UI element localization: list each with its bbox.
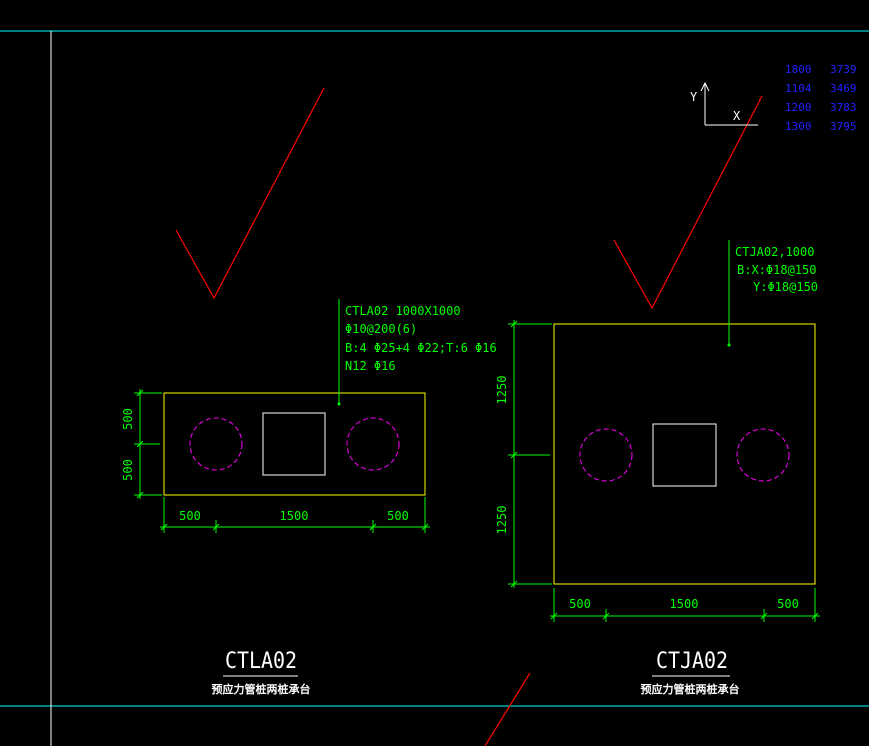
left-pile-cap[interactable] xyxy=(163,392,426,496)
left-annotation-line-1: CTLA02 1000X1000 xyxy=(345,304,461,318)
left-dim-left-1: 500 xyxy=(121,408,135,430)
coord-b-2: 3469 xyxy=(830,82,857,95)
right-annotation-line-1: CTJA02,1000 xyxy=(735,245,814,259)
left-cap-column xyxy=(262,412,326,476)
right-dim-bottom-2: 1500 xyxy=(670,597,699,611)
right-cap-column xyxy=(652,423,717,487)
left-dim-bottom-1: 500 xyxy=(179,509,201,523)
left-cap-outline xyxy=(163,392,426,496)
check-mark-right xyxy=(613,95,763,310)
right-dims-bottom xyxy=(550,588,820,622)
coord-a-3: 1200 xyxy=(785,101,812,114)
left-leader-dot xyxy=(337,402,341,406)
left-dims-left xyxy=(134,389,162,499)
left-dim-bottom-3: 500 xyxy=(387,509,409,523)
coord-b-4: 3795 xyxy=(830,120,857,133)
right-dims-left xyxy=(508,320,552,588)
right-annotation-line-3: Y:Φ18@150 xyxy=(753,280,818,294)
right-dim-left-2: 1250 xyxy=(495,506,509,535)
right-dim-bottom-1: 500 xyxy=(569,597,591,611)
left-annotation-line-3: B:4 Φ25+4 Φ22;T:6 Φ16 xyxy=(345,341,497,355)
red-line-bottom xyxy=(484,672,531,746)
left-cap-subtitle: 预应力管桩两桩承台 xyxy=(212,682,311,696)
coord-a-1: 1800 xyxy=(785,63,812,76)
ucs-x-label: X xyxy=(733,109,741,123)
left-cap-pile-2 xyxy=(346,417,400,471)
coord-table: 1800 3739 1104 3469 1200 3783 1300 3795 xyxy=(785,63,857,133)
left-cap-title: CTLA02 xyxy=(225,649,297,674)
left-dims-bottom xyxy=(160,497,430,533)
coord-a-2: 1104 xyxy=(785,82,812,95)
ucs-y-label: Y xyxy=(690,90,698,104)
right-cap-pile-1 xyxy=(579,428,633,482)
coord-b-3: 3783 xyxy=(830,101,857,114)
right-dim-bottom-3: 500 xyxy=(777,597,799,611)
coord-b-1: 3739 xyxy=(830,63,857,76)
right-dim-left-1: 1250 xyxy=(495,376,509,405)
right-annotation-line-2: B:X:Φ18@150 xyxy=(737,263,816,277)
coord-a-4: 1300 xyxy=(785,120,812,133)
left-cap-pile-1 xyxy=(189,417,243,471)
left-annotation-line-4: N12 Φ16 xyxy=(345,359,396,373)
left-annotation-line-2: Φ10@200(6) xyxy=(345,322,417,336)
check-mark-left xyxy=(175,87,325,300)
right-cap-subtitle: 预应力管桩两桩承台 xyxy=(641,682,740,696)
right-pile-cap[interactable] xyxy=(553,323,816,585)
right-leader-dot xyxy=(727,343,731,347)
right-cap-outline xyxy=(553,323,816,585)
left-dim-left-2: 500 xyxy=(121,459,135,481)
right-cap-pile-2 xyxy=(736,428,790,482)
ucs-icon xyxy=(700,81,758,126)
left-dim-bottom-2: 1500 xyxy=(280,509,309,523)
right-cap-title: CTJA02 xyxy=(656,649,728,674)
